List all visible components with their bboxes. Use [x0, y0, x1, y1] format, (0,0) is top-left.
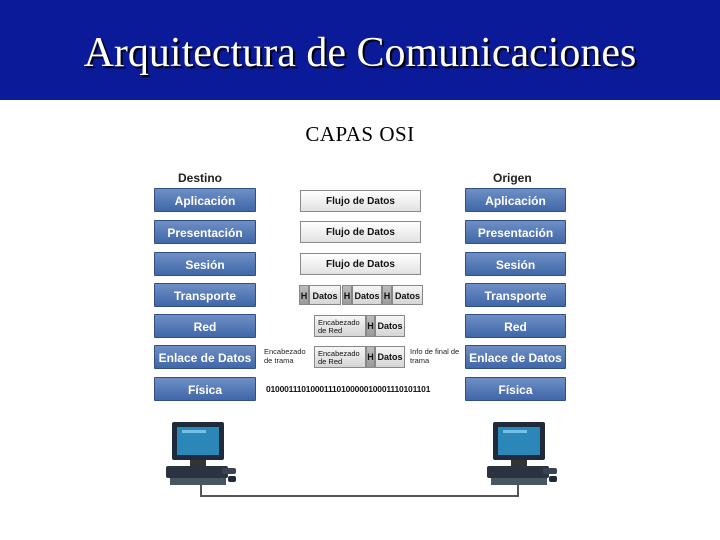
destination-layer-physical: Física: [154, 377, 256, 401]
segment-data-2: Datos: [352, 285, 382, 305]
packet-data: Datos: [375, 315, 405, 337]
wire-bottom: [200, 495, 519, 497]
bit-stream: 0100011101000111010000010001110101101: [266, 384, 431, 394]
frame-header: H: [366, 346, 375, 368]
diagram-subtitle: CAPAS OSI: [305, 122, 415, 146]
frame-data: Datos: [375, 346, 405, 368]
origin-layer-application: Aplicación: [465, 188, 566, 212]
segment-data-1: Datos: [309, 285, 341, 305]
data-flow-presentation: Flujo de Datos: [300, 221, 421, 243]
destination-heading: Destino: [178, 171, 223, 185]
destination-layer-session: Sesión: [154, 252, 256, 276]
data-flow-session: Flujo de Datos: [300, 253, 421, 275]
segment-header-1: H: [299, 285, 309, 305]
network-header-block: Encabezado de Red: [314, 315, 366, 337]
destination-layer-presentation: Presentación: [154, 220, 256, 244]
origin-layer-session: Sesión: [465, 252, 566, 276]
origin-layer-transport: Transporte: [465, 283, 566, 307]
frame-header-label: Encabezado de trama: [264, 347, 306, 365]
destination-layer-application: Aplicación: [154, 188, 256, 212]
origin-layer-physical: Física: [465, 377, 566, 401]
origin-layer-presentation: Presentación: [465, 220, 566, 244]
data-flow-application: Flujo de Datos: [300, 190, 421, 212]
frame-network-header-block: Encabezado de Red: [314, 346, 366, 368]
slide-title: Arquitectura de Comunicaciones: [83, 30, 637, 76]
frame-trailer-label: Info de final de trama: [410, 347, 460, 365]
title-banner: Arquitectura de Comunicaciones: [0, 0, 720, 100]
destination-computer-icon: [166, 422, 236, 485]
destination-layer-transport: Transporte: [154, 283, 256, 307]
origin-heading: Origen: [493, 171, 532, 185]
segment-header-3: H: [382, 285, 392, 305]
origin-computer-icon: [487, 422, 557, 485]
destination-layer-data-link: Enlace de Datos: [154, 345, 256, 369]
packet-header: H: [366, 315, 375, 337]
origin-layer-network: Red: [465, 314, 566, 338]
segment-header-2: H: [342, 285, 352, 305]
destination-layer-network: Red: [154, 314, 256, 338]
origin-layer-data-link: Enlace de Datos: [465, 345, 566, 369]
segment-data-3: Datos: [392, 285, 423, 305]
